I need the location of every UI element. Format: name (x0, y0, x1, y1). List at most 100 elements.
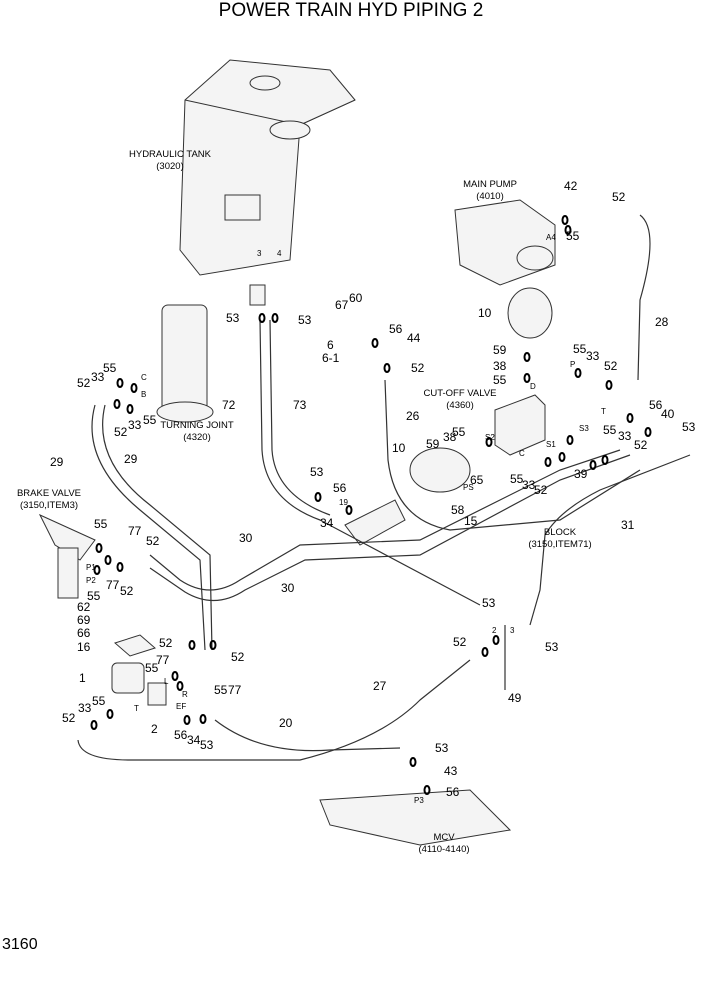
port-label-3: 3 (257, 249, 262, 258)
callout-38: 38 (493, 359, 507, 373)
callout-44: 44 (407, 331, 421, 345)
hoses (77, 214, 691, 761)
callout-67: 67 (335, 298, 349, 312)
o-ring (523, 373, 531, 383)
o-ring (564, 225, 572, 235)
o-ring (209, 640, 217, 650)
turning-joint (156, 304, 214, 423)
callout-56: 56 (446, 785, 460, 799)
callout-52: 52 (604, 359, 618, 373)
port-label-P1: P1 (86, 563, 96, 572)
port-label-4: 4 (277, 249, 282, 258)
port-label-A4: A4 (546, 233, 556, 242)
mcv (319, 789, 512, 846)
callout-55: 55 (493, 373, 507, 387)
port-label-C: C (141, 373, 147, 382)
callout-33: 33 (91, 370, 105, 384)
main-pump (454, 199, 556, 286)
callout-33: 33 (618, 429, 632, 443)
o-ring (561, 215, 569, 225)
o-ring (130, 383, 138, 393)
page-title: POWER TRAIN HYD PIPING 2 (218, 0, 484, 21)
callout-55: 55 (145, 661, 159, 675)
callout-26: 26 (406, 409, 420, 423)
port-label-2: 2 (492, 626, 497, 635)
o-ring (116, 378, 124, 388)
callout-40: 40 (661, 407, 675, 421)
callout-10: 10 (392, 441, 406, 455)
callout-53: 53 (200, 738, 214, 752)
callout-52: 52 (159, 636, 173, 650)
callout-55: 55 (92, 694, 106, 708)
callout-53: 53 (226, 311, 240, 325)
callout-52: 52 (146, 534, 160, 548)
callout-29: 29 (50, 455, 64, 469)
callout-72: 72 (222, 398, 236, 412)
callout-6-1: 6-1 (322, 351, 340, 365)
callout-60: 60 (349, 291, 363, 305)
callout-39: 39 (574, 467, 588, 481)
caption-title: BRAKE VALVE (17, 488, 81, 499)
port-label-P: P (570, 360, 575, 369)
accumulator-lower (409, 447, 471, 493)
valve-body-1 (111, 634, 167, 706)
callout-65: 65 (470, 473, 484, 487)
caption-title: HYDRAULIC TANK (129, 149, 212, 160)
callout-34: 34 (187, 733, 201, 747)
callout-77: 77 (156, 653, 170, 667)
callout-77: 77 (128, 524, 142, 538)
o-ring (199, 714, 207, 724)
caption-title: MAIN PUMP (463, 179, 517, 190)
o-ring (605, 380, 613, 390)
callout-52: 52 (77, 376, 91, 390)
callout-33: 33 (128, 418, 142, 432)
callout-62: 62 (77, 600, 91, 614)
callout-55: 55 (94, 517, 108, 531)
callout-53: 53 (482, 596, 496, 610)
o-ring (171, 671, 179, 681)
o-ring (383, 363, 391, 373)
caption-code: (4320) (183, 432, 210, 443)
o-ring (371, 338, 379, 348)
o-ring (104, 555, 112, 565)
callout-55: 55 (87, 589, 101, 603)
callout-55: 55 (510, 472, 524, 486)
callout-52: 52 (634, 438, 648, 452)
callout-69: 69 (77, 613, 91, 627)
callout-55: 55 (143, 413, 157, 427)
o-ring (183, 715, 191, 725)
port-label-S1: S1 (546, 440, 556, 449)
port-label-T: T (134, 704, 139, 713)
callout-1: 1 (79, 671, 86, 685)
port-label-P2: P2 (86, 576, 96, 585)
callout-30: 30 (281, 581, 295, 595)
callout-31: 31 (621, 518, 635, 532)
o-ring (544, 457, 552, 467)
port-label-B: B (141, 390, 146, 399)
caption-title: BLOCK (544, 527, 577, 538)
callout-77: 77 (228, 683, 242, 697)
callout-53: 53 (435, 741, 449, 755)
callout-52: 52 (114, 425, 128, 439)
callout-59: 59 (426, 437, 440, 451)
brake-valve (38, 513, 96, 599)
o-ring (95, 543, 103, 553)
caption-code: (4010) (476, 191, 503, 202)
callout-59: 59 (493, 343, 507, 357)
o-ring (258, 313, 266, 323)
o-ring (113, 399, 121, 409)
callout-77: 77 (106, 578, 120, 592)
callout-55: 55 (214, 683, 228, 697)
port-label-19: 19 (339, 498, 348, 507)
caption-code: (4110-4140) (418, 844, 469, 855)
caption-code: (3020) (156, 161, 183, 172)
callout-33: 33 (78, 701, 92, 715)
callout-33: 33 (586, 349, 600, 363)
page-number: 3160 (2, 936, 38, 953)
callout-52: 52 (612, 190, 626, 204)
o-ring (589, 460, 597, 470)
o-ring (601, 455, 609, 465)
cut-off-valve (494, 394, 546, 456)
callout-58: 58 (451, 503, 465, 517)
callout-56: 56 (174, 728, 188, 742)
